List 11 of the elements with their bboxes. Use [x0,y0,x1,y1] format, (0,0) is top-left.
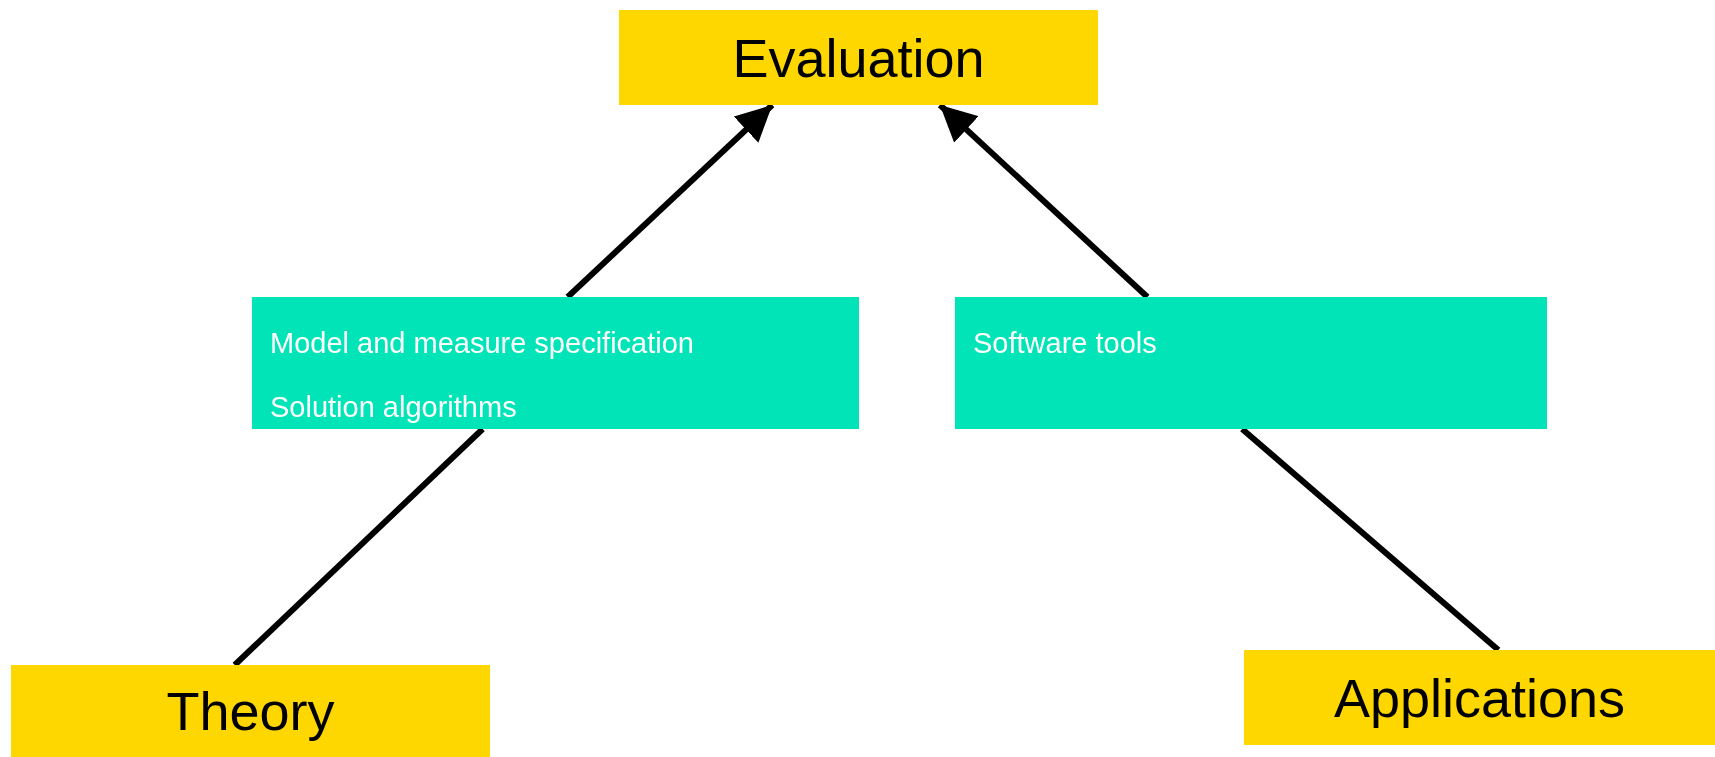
box-text: Theory [166,680,335,742]
label-box [619,10,1098,105]
box-text: Solution algorithms [270,390,518,425]
content-box [955,297,1547,429]
box-text: Evaluation [732,26,985,89]
label-box [11,665,490,757]
box-text: Software tools [973,326,1158,361]
box-text: Applications [1333,666,1626,729]
label-box [1244,650,1715,745]
box-text: Model and measure specification [270,326,695,361]
content-box [252,297,859,429]
